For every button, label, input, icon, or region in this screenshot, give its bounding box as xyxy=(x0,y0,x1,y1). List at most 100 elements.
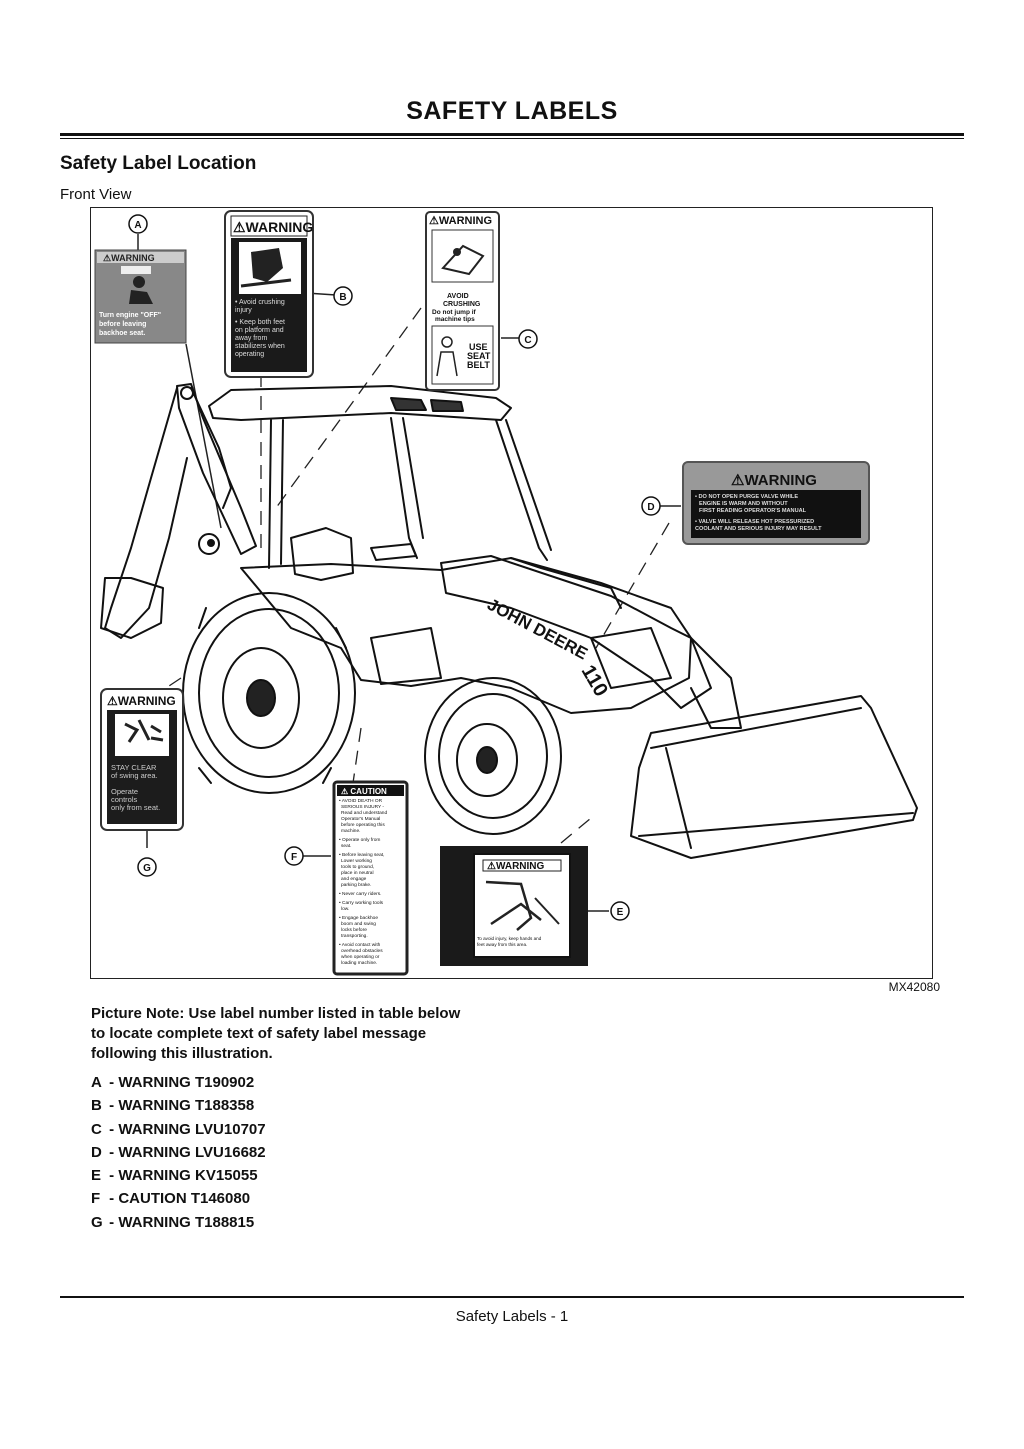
page-footer: Safety Labels - 1 xyxy=(455,1308,569,1325)
decal-f-line10: Lower working xyxy=(341,858,372,864)
label-letter: F xyxy=(91,1190,101,1208)
backhoe-loader-drawing xyxy=(100,383,918,859)
decal-b-line2: injury xyxy=(235,307,252,314)
label-text: - WARNING T188815 xyxy=(109,1213,255,1231)
callout-e: E xyxy=(610,901,630,921)
decal-d-line5: COOLANT AND SERIOUS INJURY MAY RESULT xyxy=(695,526,822,532)
label-list: A - WARNING T190902 B - WARNING T188358 … xyxy=(91,1071,266,1234)
decal-f-line24: when operating or xyxy=(341,954,380,960)
callout-e-label: E xyxy=(617,907,624,918)
decal-f-line13: and engage xyxy=(341,876,367,882)
decal-f-line14: parking brake. xyxy=(341,882,371,888)
callout-b-label: B xyxy=(339,292,346,303)
label-text: - CAUTION T146080 xyxy=(109,1190,251,1208)
decal-f-line17: low. xyxy=(341,906,349,912)
label-letter: E xyxy=(91,1167,102,1185)
decal-b-line4: on platform and xyxy=(235,327,284,334)
title-rule-thin xyxy=(60,138,964,139)
decal-e-line2: feet away from this area. xyxy=(477,942,527,947)
decal-a-line3: backhoe seat. xyxy=(99,330,145,337)
decal-f-line16: • Carry working tools xyxy=(339,900,384,906)
callout-b: B xyxy=(333,286,353,306)
decal-f-line5: before operating this xyxy=(341,822,385,828)
decal-d-line3: FIRST READING OPERATOR'S MANUAL xyxy=(699,508,807,514)
decal-f-line11: tools to ground, xyxy=(341,864,374,870)
callout-c: C xyxy=(518,329,538,349)
label-text: - WARNING T190902 xyxy=(109,1074,255,1091)
decal-e-line1: To avoid injury, keep hands and xyxy=(477,936,542,941)
callout-d-label: D xyxy=(647,502,654,513)
decal-f-line25: loading machine. xyxy=(341,960,377,966)
decal-c-header: ⚠WARNING xyxy=(429,215,492,227)
decal-d-line2: ENGINE IS WARM AND WITHOUT xyxy=(699,501,788,507)
page-title: SAFETY LABELS xyxy=(406,97,618,125)
decal-c-line2: CRUSHING xyxy=(443,301,481,308)
decal-g-line4: controls xyxy=(111,795,138,804)
decal-f-line3: Read and understand xyxy=(341,810,387,816)
label-list-item: F - CAUTION T146080 xyxy=(91,1187,266,1210)
decal-f-line12: place in neutral xyxy=(341,870,374,876)
decal-f-line19: boom and swing xyxy=(341,921,376,927)
decal-f-header: ⚠ CAUTION xyxy=(341,787,387,796)
decal-d: ⚠WARNING • DO NOT OPEN PURGE VALVE WHILE… xyxy=(682,461,870,545)
decal-c-line6: SEAT xyxy=(467,351,491,361)
decal-d-line4: • VALVE WILL RELEASE HOT PRESSURIZED xyxy=(695,519,814,525)
model-number-text: 110 xyxy=(577,662,612,701)
decal-f-line21: transporting. xyxy=(341,933,368,939)
decal-b-line6: stabilizers when xyxy=(235,343,285,350)
decal-b: ⚠WARNING • Avoid crushing injury • Keep … xyxy=(224,210,314,378)
decal-a-header: ⚠WARNING xyxy=(103,253,155,263)
decal-c-line3: Do not jump if xyxy=(432,309,477,316)
picture-note: Picture Note: Use label number listed in… xyxy=(91,1005,461,1062)
decal-d-header: ⚠WARNING xyxy=(731,472,817,489)
decal-g-line1: STAY CLEAR xyxy=(111,763,157,772)
decal-g-line3: Operate xyxy=(111,787,138,796)
decal-e-header: ⚠WARNING xyxy=(487,861,545,872)
callout-g: G xyxy=(137,857,157,877)
decal-c: ⚠WARNING AVOID CRUSHING Do not jump if m… xyxy=(425,211,500,391)
decal-f-line8: seat. xyxy=(341,843,351,849)
section-title: Safety Label Location xyxy=(60,153,257,174)
decal-a-line2: before leaving xyxy=(99,321,146,328)
label-list-item: G - WARNING T188815 xyxy=(91,1211,266,1234)
decal-f-line9: • Before leaving seat, xyxy=(339,852,384,858)
decal-b-header: ⚠WARNING xyxy=(233,219,313,235)
decal-f-line2: SERIOUS INJURY - xyxy=(341,804,384,810)
decal-a-line1: Turn engine "OFF" xyxy=(99,312,161,319)
label-list-item: C - WARNING LVU10707 xyxy=(91,1118,266,1141)
decal-f: ⚠ CAUTION • AVOID DEATH OR SERIOUS INJUR… xyxy=(332,780,409,976)
callout-a-label: A xyxy=(134,220,141,231)
callout-d: D xyxy=(641,496,661,516)
label-letter: B xyxy=(91,1097,102,1115)
decal-f-line1: • AVOID DEATH OR xyxy=(339,798,383,804)
decal-f-line18: • Engage backhoe xyxy=(339,915,378,921)
label-text: - WARNING T188358 xyxy=(109,1097,255,1115)
decal-g-line5: only from seat. xyxy=(111,803,160,812)
label-list-item: E - WARNING KV15055 xyxy=(91,1164,266,1187)
decal-c-line5: USE xyxy=(469,342,488,352)
decal-d-line1: • DO NOT OPEN PURGE VALVE WHILE xyxy=(695,494,798,500)
label-list-item: D - WARNING LVU16682 xyxy=(91,1141,266,1164)
decal-b-line1: • Avoid crushing xyxy=(235,299,285,306)
decal-c-line4: machine tips xyxy=(435,316,475,323)
decal-g: ⚠WARNING STAY CLEAR of swing area. Opera… xyxy=(100,688,184,831)
decal-f-line20: locks before xyxy=(341,927,367,933)
label-letter: C xyxy=(91,1120,102,1138)
label-letter: D xyxy=(91,1143,102,1161)
callout-a: A xyxy=(128,214,148,234)
decal-f-line23: overhead obstacles xyxy=(341,948,383,954)
decal-b-line7: operating xyxy=(235,351,264,358)
decal-f-line15: • Never carry riders. xyxy=(339,891,381,897)
decal-a: ⚠WARNING Turn engine "OFF" before leavin… xyxy=(94,249,187,344)
safety-label-illustration: JOHN DEERE 110 ⚠WARNING Turn engine "OFF… xyxy=(90,207,933,979)
decal-b-line3: • Keep both feet xyxy=(235,319,285,326)
callout-f-label: F xyxy=(291,852,297,863)
figure-id: MX42080 xyxy=(888,980,940,994)
john-deere-brand-text: JOHN DEERE xyxy=(484,595,591,664)
decal-f-line6: machine. xyxy=(341,828,360,834)
decal-g-line2: of swing area. xyxy=(111,771,158,780)
label-text: - WARNING LVU10707 xyxy=(109,1120,266,1138)
label-list-item: A - WARNING T190902 xyxy=(91,1071,266,1094)
decal-b-line5: away from xyxy=(235,335,267,342)
label-list-item: B - WARNING T188358 xyxy=(91,1094,266,1117)
